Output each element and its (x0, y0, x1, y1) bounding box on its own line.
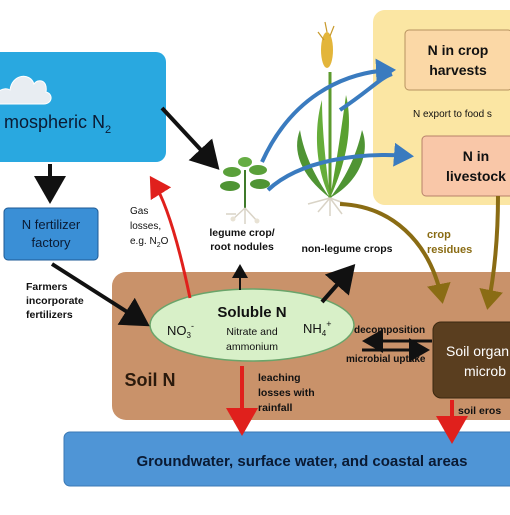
wheat-plant-icon (297, 21, 365, 216)
factory-line2: factory (31, 235, 71, 250)
legume-line2: root nodules (210, 241, 274, 253)
soil-erosion-label: soil eros (458, 405, 501, 417)
groundwater-label: Groundwater, surface water, and coastal … (137, 453, 468, 470)
soluble-n-line2: ammonium (226, 341, 278, 353)
crop-harvests-line2: harvests (429, 62, 487, 78)
arrow-wheat-to-harvests (338, 72, 393, 112)
arrow-soluble-to-nonlegume (320, 263, 356, 304)
arrow-factory-to-soluble (50, 262, 150, 327)
soil-organic-box (432, 321, 510, 399)
farmers-line1: Farmers (26, 281, 68, 293)
residues-line2: residues (427, 244, 472, 256)
gas-line3-main: e.g. N (130, 236, 157, 247)
arrow-crop-residues (339, 202, 451, 304)
soluble-n-ellipse (149, 288, 355, 362)
residues-line1: crop (427, 229, 451, 241)
decomposition-label: decomposition (354, 325, 425, 336)
nitrate-formula: NO3- (167, 321, 194, 340)
leaching-line3: rainfall (258, 402, 293, 414)
nitrate-main: NO (167, 323, 187, 338)
arrow-crops-to-livestock (266, 142, 414, 192)
soil-n-label: Soil N (124, 370, 175, 390)
soil-organic-label-1: Soil organ (446, 343, 509, 359)
legume-plant-icon (220, 157, 270, 224)
gas-line2: losses, (130, 221, 161, 232)
livestock-box (421, 135, 510, 197)
gas-sub: 2 (157, 242, 161, 249)
ammonium-main: NH (303, 321, 322, 336)
arrow-livestock-to-soil (479, 195, 503, 310)
microbial-uptake-label: microbial uptake (346, 354, 426, 365)
groundwater-box (63, 431, 510, 487)
legume-line1: legume crop/ (209, 227, 274, 239)
soluble-n-title: Soluble N (217, 304, 286, 321)
crop-harvests-box (404, 29, 510, 91)
nitrate-sup: - (191, 321, 194, 331)
farmers-line3: fertilizers (26, 309, 73, 321)
gas-tail: O (161, 236, 169, 247)
leaching-line2: losses with (258, 387, 315, 399)
atmospheric-sub: 2 (105, 124, 111, 136)
arrow-gas-losses (149, 175, 192, 299)
livestock-line2: livestock (446, 168, 506, 184)
leaching-line1: leaching (258, 372, 301, 384)
atmospheric-n2-box (0, 52, 166, 162)
arrow-atmosphere-to-legume (160, 106, 220, 170)
ammonium-sup: + (326, 319, 331, 329)
cloud-icon (0, 75, 52, 105)
nitrate-sub: 3 (187, 331, 192, 340)
atmospheric-n2-label: mospheric N2 (4, 112, 111, 136)
factory-line1: N fertilizer (22, 217, 81, 232)
nonlegume-label: non-legume crops (301, 243, 392, 255)
gas-line3: e.g. N2O (130, 236, 169, 249)
atmospheric-main: mospheric N (4, 112, 105, 132)
soil-organic-label-2: microb (464, 363, 506, 379)
fertilizer-factory-box (3, 207, 99, 261)
farmers-line2: incorporate (26, 295, 84, 307)
gas-line1: Gas (130, 206, 148, 217)
ammonium-sub: 4 (322, 329, 327, 338)
export-label: N export to food s (413, 109, 492, 120)
soluble-n-line1: Nitrate and (226, 326, 278, 338)
crop-harvests-line1: N in crop (428, 42, 489, 58)
ammonium-formula: NH4+ (303, 319, 332, 338)
livestock-line1: N in (463, 148, 489, 164)
arrow-legume-to-harvests (260, 58, 396, 163)
